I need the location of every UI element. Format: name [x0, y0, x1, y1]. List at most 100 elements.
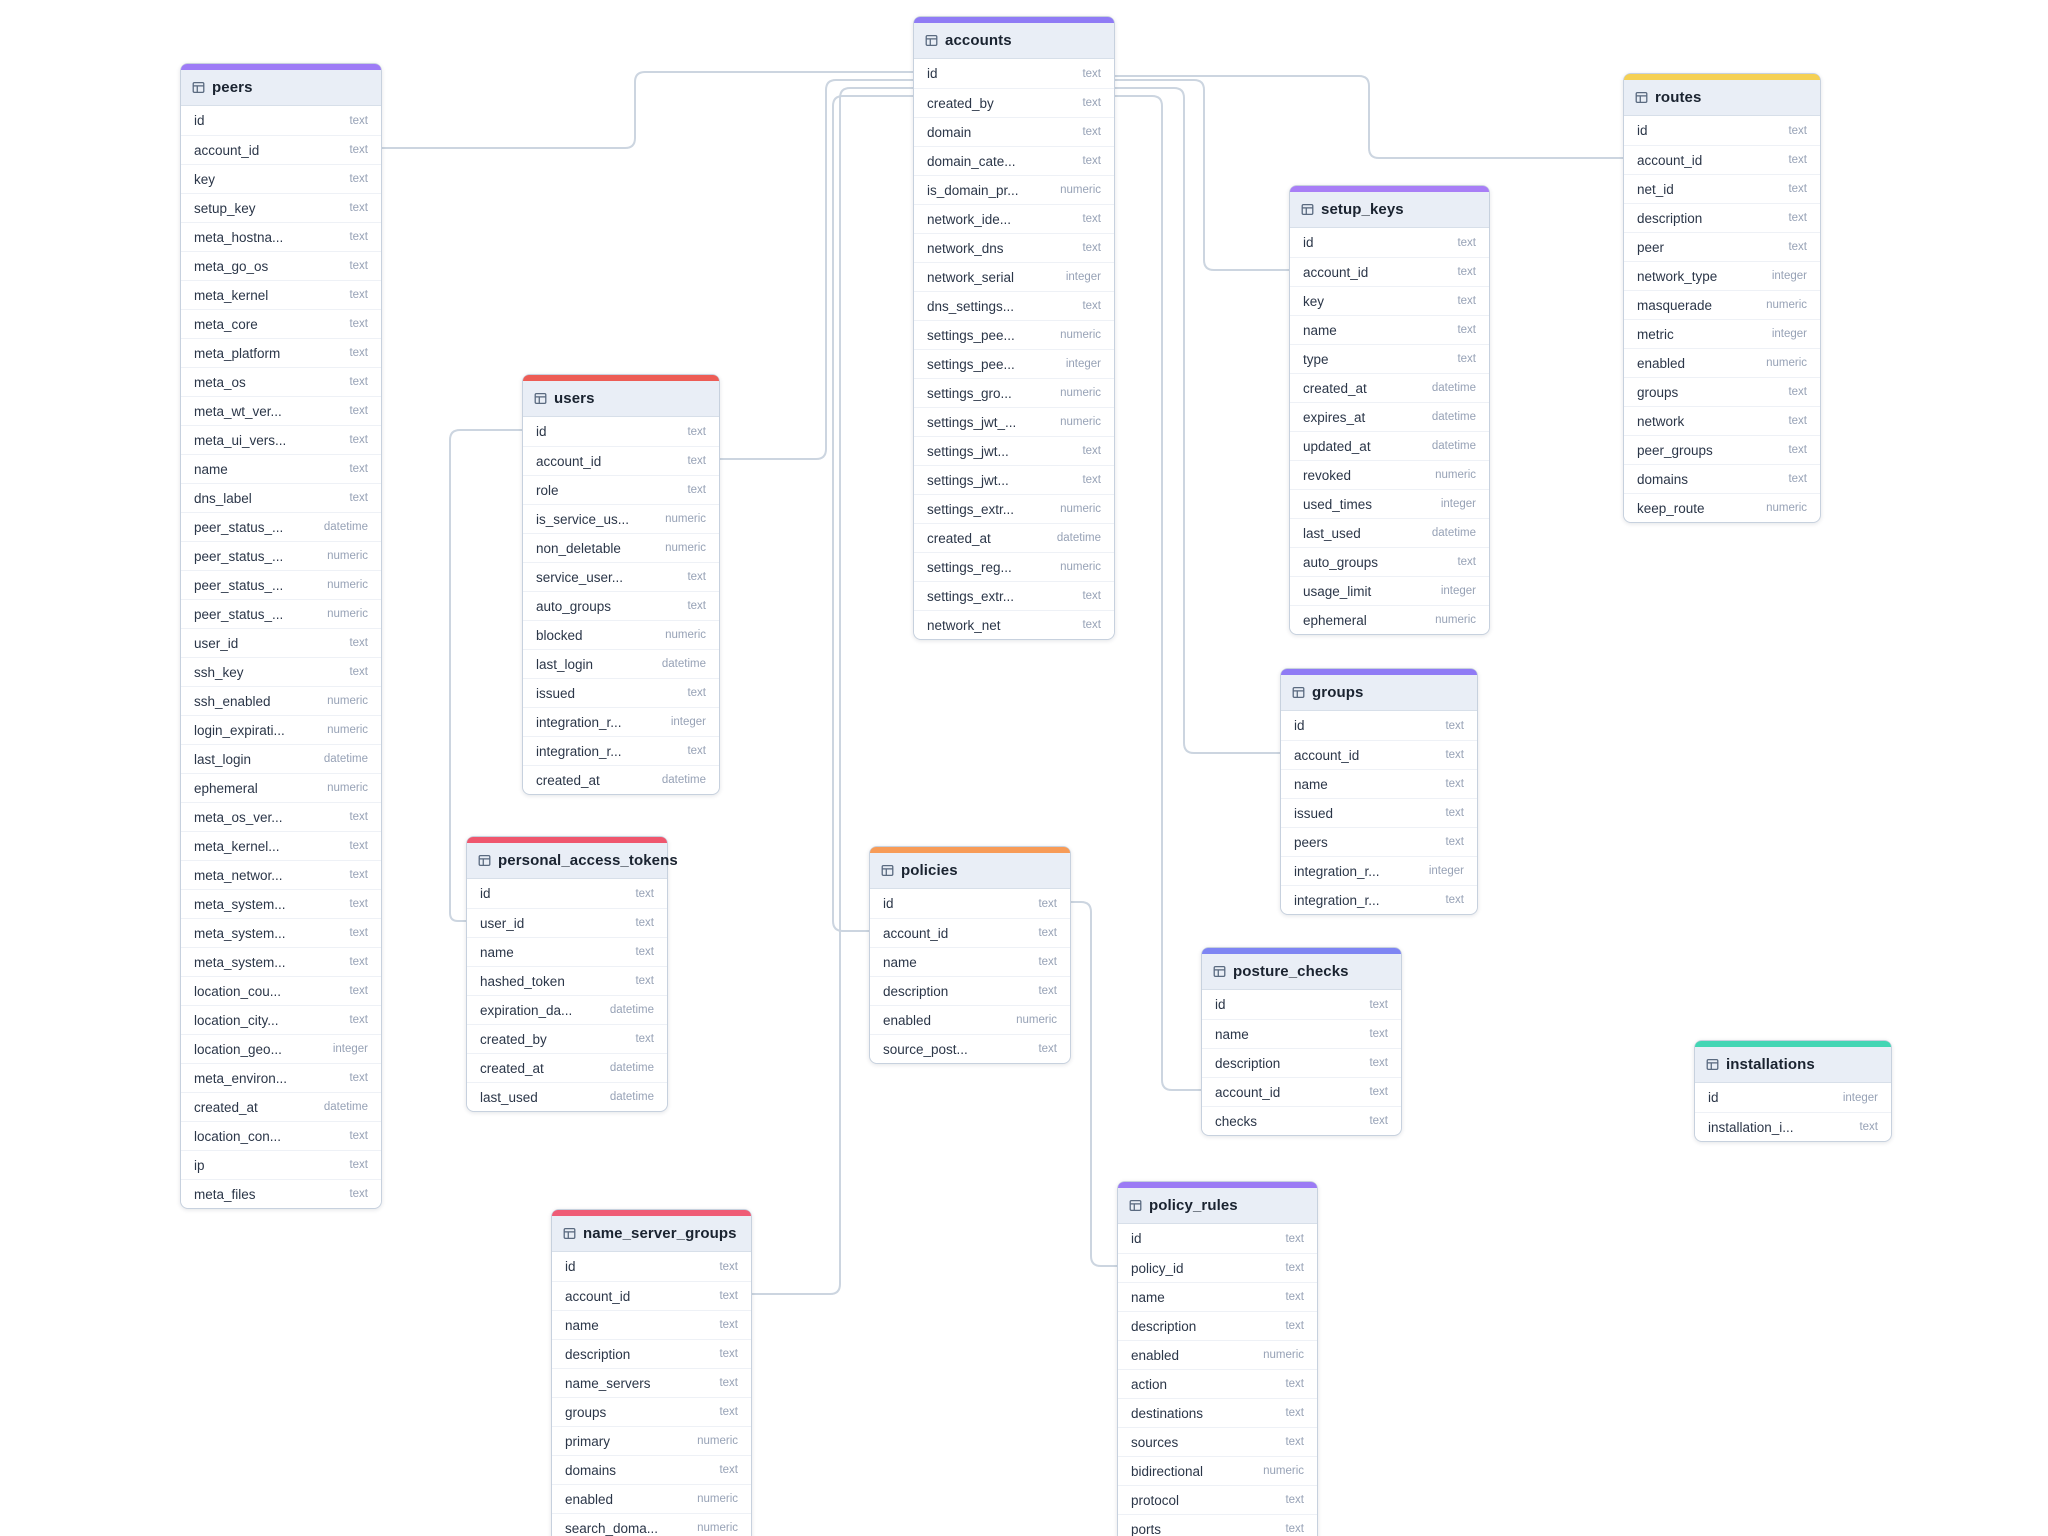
- field-name: type: [1303, 351, 1329, 367]
- field-row: is_service_us...numeric: [523, 504, 719, 533]
- field-row: peer_status_...numeric: [181, 599, 381, 628]
- field-name: meta_kernel: [194, 287, 269, 303]
- field-name: description: [1131, 1318, 1197, 1334]
- table-header-peers[interactable]: peers: [181, 70, 381, 106]
- field-type: integer: [1065, 271, 1101, 283]
- field-type: text: [1082, 474, 1101, 486]
- field-type: datetime: [1056, 532, 1101, 544]
- field-type: datetime: [323, 1101, 368, 1113]
- table-header-personal_access_tokens[interactable]: personal_access_tokens: [467, 843, 678, 879]
- field-name: meta_kernel...: [194, 838, 280, 854]
- field-type: text: [1082, 126, 1101, 138]
- table-header-setup_keys[interactable]: setup_keys: [1290, 192, 1489, 228]
- field-type: text: [349, 260, 368, 272]
- field-name: name: [1131, 1289, 1165, 1305]
- table-accent-bar: [552, 1210, 751, 1216]
- field-type: text: [349, 1072, 368, 1084]
- field-type: text: [687, 455, 706, 467]
- table-title: personal_access_tokens: [498, 852, 678, 869]
- table-header-name_server_groups[interactable]: name_server_groups: [552, 1216, 751, 1252]
- table-icon: [534, 392, 547, 405]
- field-name: setup_key: [194, 200, 256, 216]
- field-type: datetime: [1431, 527, 1476, 539]
- field-type: text: [1082, 619, 1101, 631]
- table-icon: [1635, 91, 1648, 104]
- field-row: network_ide...text: [914, 204, 1114, 233]
- field-row: peer_status_...numeric: [181, 541, 381, 570]
- field-type: text: [1082, 590, 1101, 602]
- table-header-policy_rules[interactable]: policy_rules: [1118, 1188, 1317, 1224]
- field-type: text: [687, 425, 706, 438]
- field-name: name: [565, 1317, 599, 1333]
- field-row: location_con...text: [181, 1121, 381, 1150]
- field-type: integer: [1440, 585, 1476, 597]
- table-header-installations[interactable]: installations: [1695, 1047, 1891, 1083]
- field-name: name: [194, 461, 228, 477]
- field-name: settings_jwt_...: [927, 414, 1017, 430]
- field-type: text: [1788, 183, 1807, 195]
- table-accent-bar: [1624, 74, 1820, 80]
- table-header-groups[interactable]: groups: [1281, 675, 1477, 711]
- field-type: text: [1788, 473, 1807, 485]
- table-accent-bar: [1202, 948, 1401, 954]
- table-header-accounts[interactable]: accounts: [914, 23, 1114, 59]
- field-name: id: [1303, 235, 1314, 250]
- field-name: created_at: [536, 772, 600, 788]
- field-type: numeric: [327, 579, 368, 591]
- field-type: numeric: [1263, 1465, 1304, 1477]
- field-name: groups: [1637, 384, 1679, 400]
- table-header-routes[interactable]: routes: [1624, 80, 1820, 116]
- field-type: integer: [1842, 1091, 1878, 1104]
- field-name: description: [1215, 1055, 1281, 1071]
- field-type: numeric: [327, 608, 368, 620]
- field-type: text: [719, 1348, 738, 1360]
- table-header-users[interactable]: users: [523, 381, 719, 417]
- table-icon: [1706, 1058, 1719, 1071]
- table-icon: [478, 854, 491, 867]
- field-type: text: [349, 898, 368, 910]
- table-icon: [1129, 1199, 1142, 1212]
- field-type: text: [349, 492, 368, 504]
- field-name: is_domain_pr...: [927, 182, 1019, 198]
- table-title: groups: [1312, 684, 1364, 701]
- field-type: numeric: [665, 513, 706, 525]
- field-name: meta_os: [194, 374, 246, 390]
- table-header-posture_checks[interactable]: posture_checks: [1202, 954, 1401, 990]
- table-header-policies[interactable]: policies: [870, 853, 1070, 889]
